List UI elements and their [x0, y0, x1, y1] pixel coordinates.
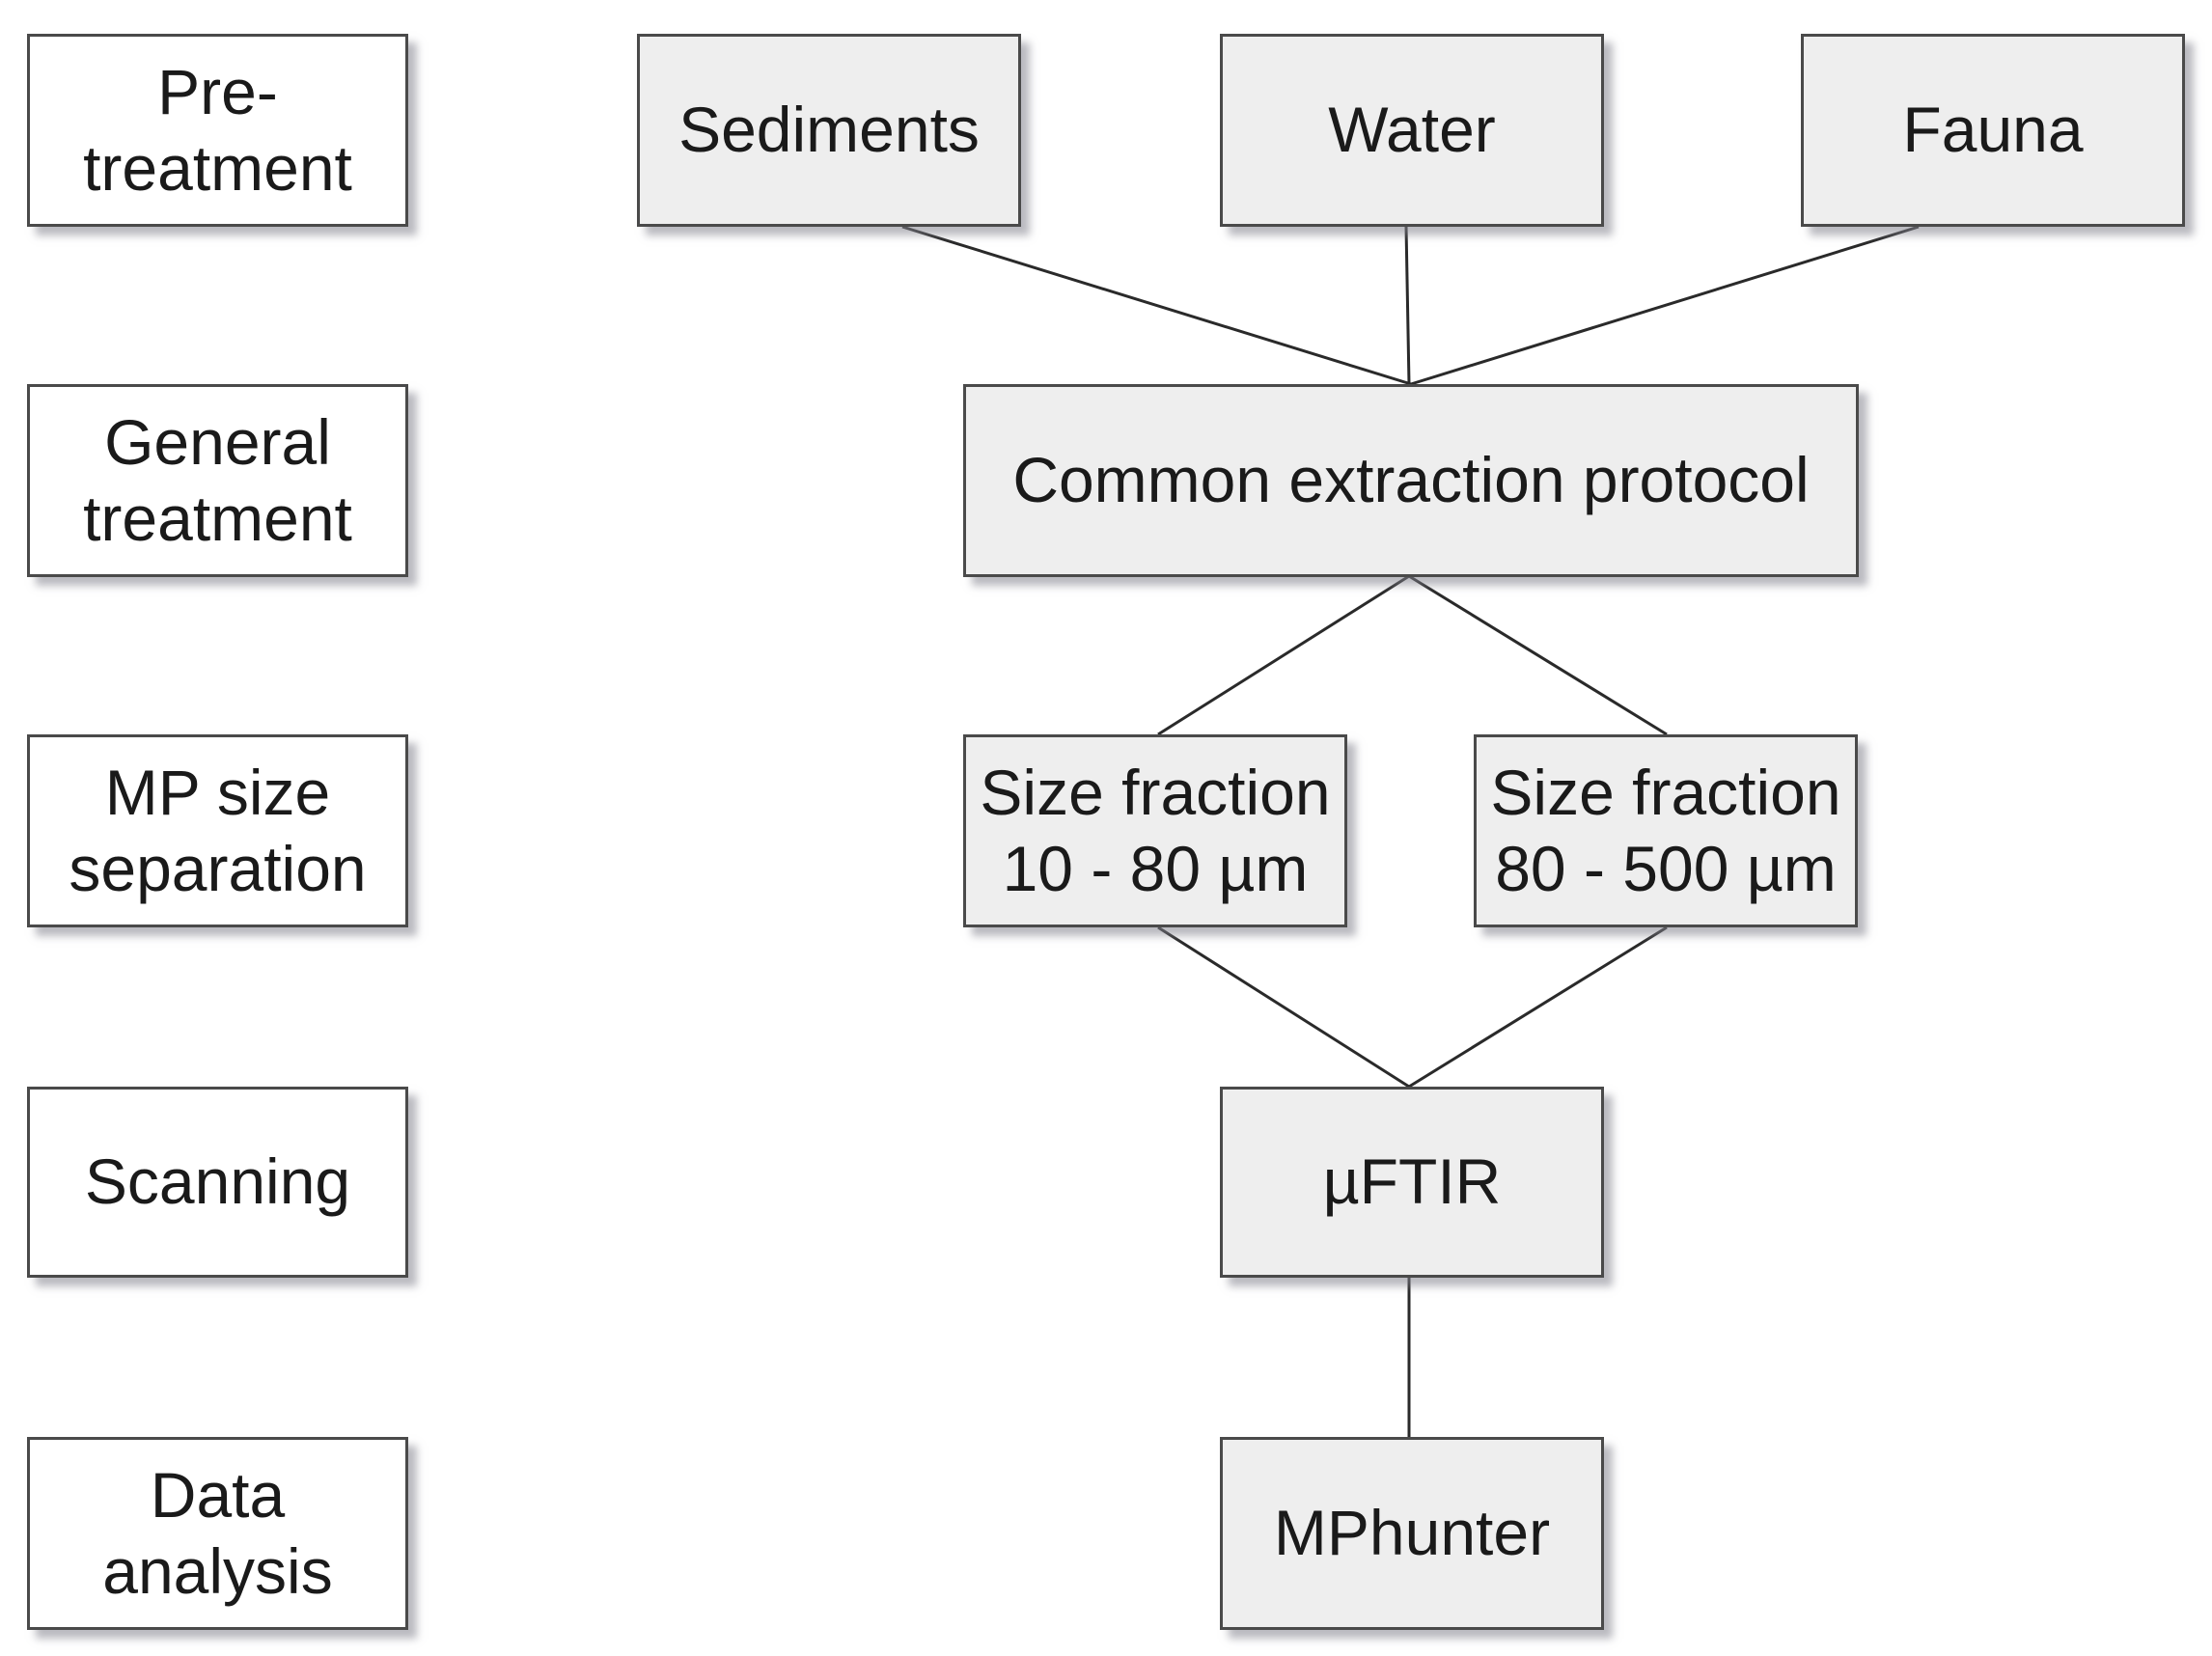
node-size-fraction-10-80: Size fraction 10 - 80 µm [963, 734, 1347, 927]
stage-label-pre-treatment: Pre- treatment [27, 34, 408, 227]
edge-large-fraction-to-uftir [1408, 925, 1668, 1089]
node-label: Sediments [678, 94, 980, 166]
stage-label-text: Data analysis [102, 1458, 333, 1607]
node-sediments: Sediments [637, 34, 1021, 227]
stage-label-general-treatment: General treatment [27, 384, 408, 577]
node-label: Size fraction 10 - 80 µm [980, 756, 1331, 904]
edge-small-fraction-to-uftir [1157, 925, 1410, 1089]
stage-label-text: Pre- treatment [83, 55, 352, 204]
node-common-extraction-protocol: Common extraction protocol [963, 384, 1859, 577]
stage-label-scanning: Scanning [27, 1087, 408, 1278]
node-label: Size fraction 80 - 500 µm [1490, 756, 1841, 904]
node-label: Common extraction protocol [1012, 444, 1810, 516]
node-label: MPhunter [1273, 1497, 1551, 1569]
edge-extraction-to-large-fraction [1408, 574, 1668, 736]
edge-sediments-to-extraction [901, 225, 1412, 386]
node-water: Water [1220, 34, 1604, 227]
edge-fauna-to-extraction [1410, 225, 1920, 386]
node-label: Water [1328, 94, 1496, 166]
node-uftir: µFTIR [1220, 1087, 1604, 1278]
node-fauna: Fauna [1801, 34, 2185, 227]
stage-label-text: MP size separation [69, 756, 367, 904]
stage-label-text: General treatment [83, 405, 352, 554]
node-mphunter: MPhunter [1220, 1437, 1604, 1630]
edge-extraction-to-small-fraction [1157, 574, 1410, 736]
edge-water-to-extraction [1404, 226, 1411, 385]
node-size-fraction-80-500: Size fraction 80 - 500 µm [1474, 734, 1858, 927]
node-label: Fauna [1902, 94, 2084, 166]
stage-label-text: Scanning [84, 1145, 351, 1218]
stage-label-data-analysis: Data analysis [27, 1437, 408, 1630]
stage-label-mp-size-separation: MP size separation [27, 734, 408, 927]
node-label: µFTIR [1322, 1145, 1502, 1218]
